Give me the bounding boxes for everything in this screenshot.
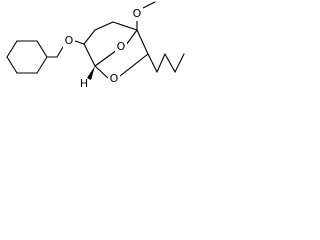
- methoxy-group: [136, 1, 156, 31]
- structure-diagram: O O O O H: [6, 1, 185, 90]
- butyl-chain: [147, 53, 185, 73]
- atom-labels: O O O O H: [63, 7, 143, 90]
- hydrogen-stereo-label: H: [80, 77, 88, 90]
- cyclohexyl-ring: [6, 40, 48, 74]
- oxygen-methoxy-label: O: [133, 7, 142, 20]
- oxygen-bridge-lower-label: O: [110, 72, 119, 85]
- oxygen-bridge-upper-label: O: [117, 40, 126, 53]
- bicyclic-core: [83, 21, 149, 79]
- stereo-wedge-bond: [87, 66, 95, 80]
- oxygen-ether-label: O: [65, 34, 74, 47]
